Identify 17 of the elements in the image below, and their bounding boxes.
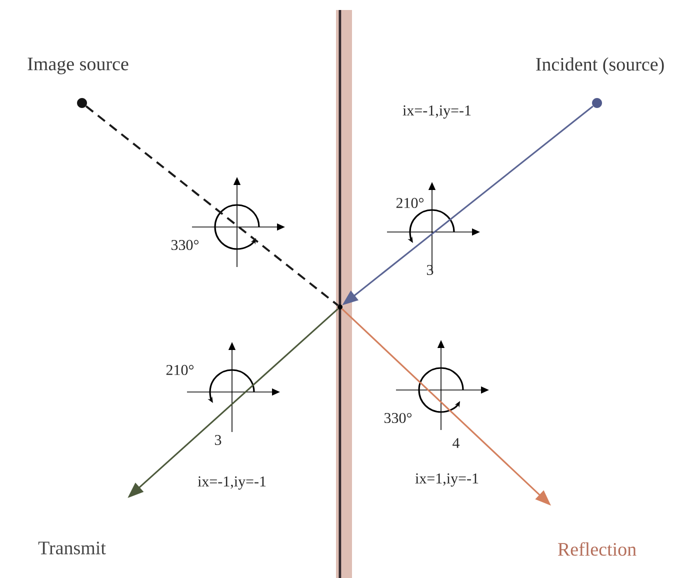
annotation: ix=1,iy=-1 (415, 473, 478, 487)
annotation: 210° (396, 198, 424, 208)
annotation: ix=-1,iy=-1 (402, 105, 471, 119)
text-label: Transmit (38, 542, 106, 554)
source-label: Incident (source) (536, 57, 664, 75)
dot (77, 98, 87, 108)
text-label: Reflection (558, 542, 636, 556)
annotation: ix=-1,iy=-1 (198, 476, 266, 490)
annotation: 330° (384, 412, 412, 424)
intersection-point (338, 304, 342, 310)
annotation: 210° (166, 364, 194, 376)
source-label: Image source (28, 58, 128, 74)
annotation: 4 (452, 438, 460, 448)
dot (592, 98, 602, 108)
annotation: 3 (426, 264, 434, 276)
annotation: 3 (214, 434, 222, 446)
annotation: 330° (171, 240, 199, 250)
